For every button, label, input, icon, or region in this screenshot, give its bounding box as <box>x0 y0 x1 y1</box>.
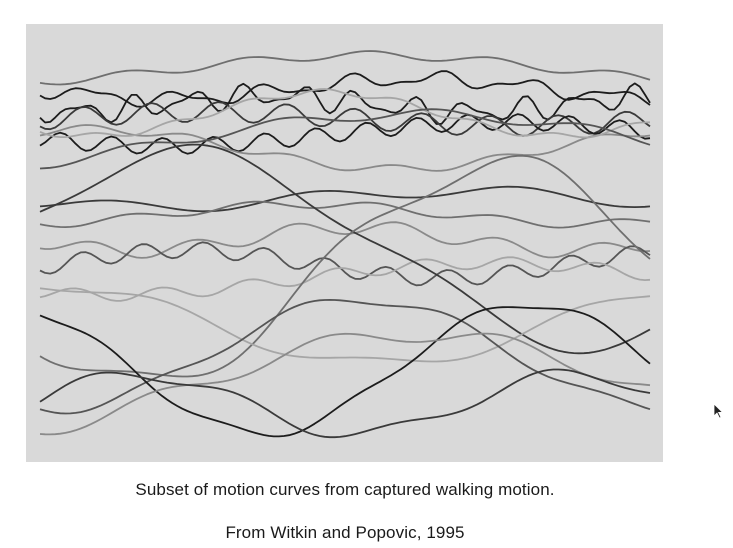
motion-curve <box>39 185 651 213</box>
motion-curve <box>39 221 651 259</box>
motion-curve <box>39 101 651 137</box>
motion-curve <box>39 143 651 355</box>
motion-curve <box>39 332 651 436</box>
motion-curve <box>39 154 651 378</box>
motion-curve <box>39 113 651 155</box>
figure-credit: From Witkin and Popovic, 1995 <box>225 523 465 542</box>
figure-caption: Subset of motion curves from captured wa… <box>135 480 555 499</box>
motion-curves-plot <box>39 50 651 439</box>
motion-curve <box>39 108 651 170</box>
motion-curve <box>39 298 651 415</box>
motion-curve <box>39 50 651 86</box>
motion-curve <box>39 241 651 287</box>
motion-curve <box>39 124 651 172</box>
motion-curve <box>39 256 651 302</box>
arrow-pointer-icon <box>713 403 723 419</box>
motion-curve <box>39 287 651 363</box>
motion-curve <box>39 88 651 139</box>
motion-curve <box>39 70 651 108</box>
motion-curve <box>39 200 651 229</box>
motion-curve <box>39 368 651 439</box>
motion-curves-figure <box>26 24 663 462</box>
